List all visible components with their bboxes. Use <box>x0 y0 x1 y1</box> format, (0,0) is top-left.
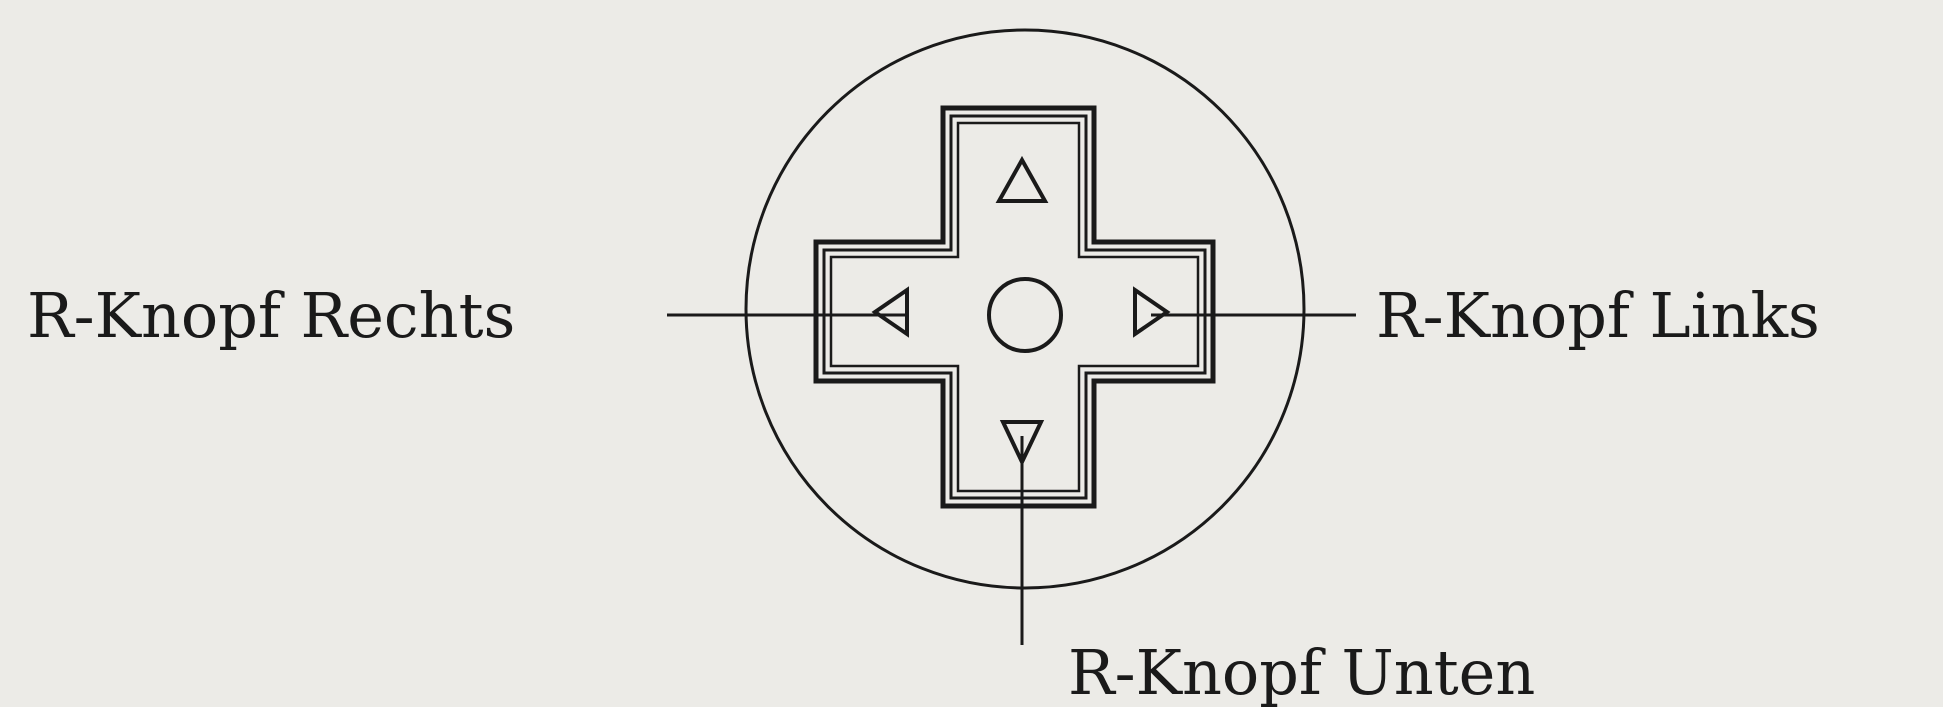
label-r-knopf-links: R-Knopf Links <box>1376 279 1820 352</box>
label-r-knopf-unten: R-Knopf Unten <box>1068 636 1535 707</box>
triangle-right-icon <box>1135 290 1167 334</box>
dpad-inner-outline <box>831 123 1198 491</box>
label-r-knopf-rechts: R-Knopf Rechts <box>27 279 515 352</box>
triangle-left-icon <box>875 290 907 334</box>
triangle-up-icon <box>999 160 1045 201</box>
circle-icon <box>989 279 1061 351</box>
